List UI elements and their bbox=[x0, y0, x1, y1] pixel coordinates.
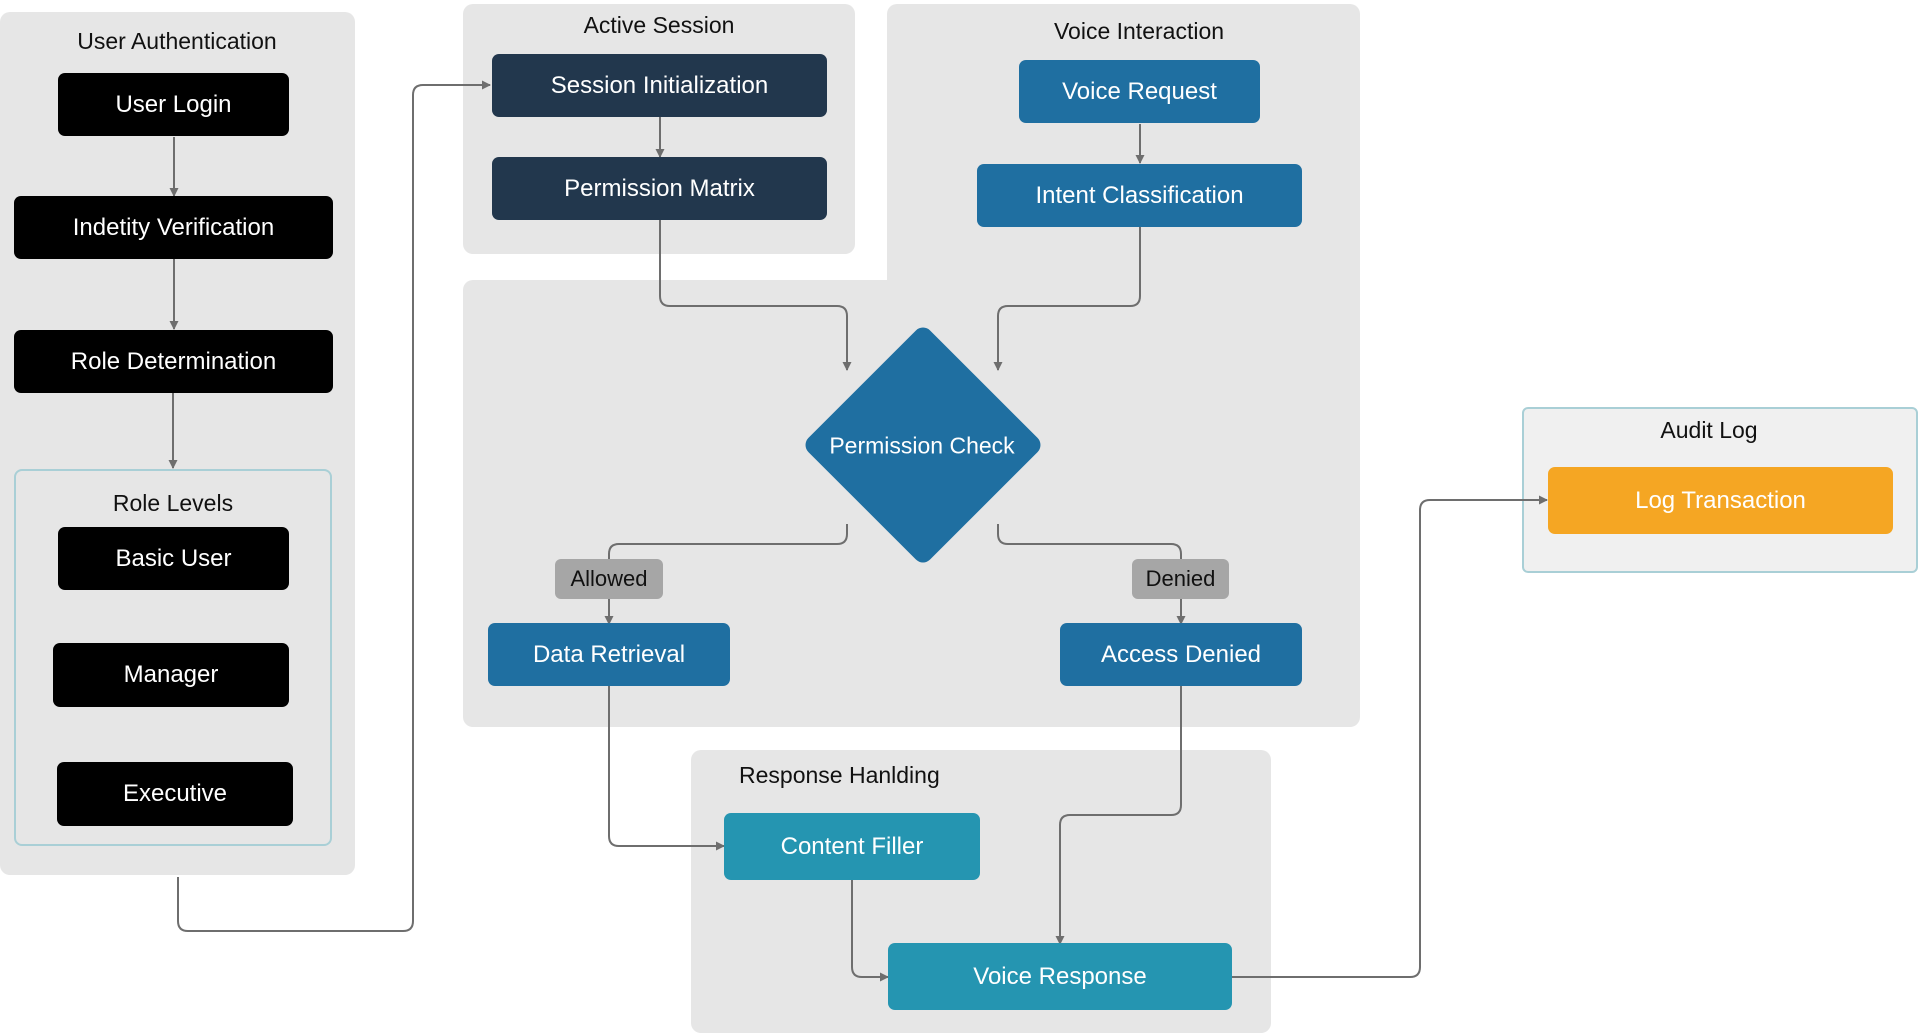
edge-auth-to-session bbox=[177, 80, 491, 932]
edge-check-to-denied bbox=[997, 524, 1186, 625]
content-filler-node[interactable]: Content Filler bbox=[724, 813, 980, 880]
manager-node[interactable]: Manager bbox=[53, 643, 289, 707]
audit-log-title: Audit Log bbox=[1660, 417, 1758, 443]
executive-node[interactable]: Executive bbox=[57, 762, 293, 826]
user-login-node[interactable]: User Login bbox=[58, 73, 289, 136]
edge-filler-to-voice-response bbox=[851, 880, 889, 982]
edge-data-to-filler bbox=[608, 686, 725, 851]
denied-label: Denied bbox=[1132, 559, 1229, 599]
edge-intent-to-check bbox=[993, 227, 1141, 371]
log-transaction-node[interactable]: Log Transaction bbox=[1548, 467, 1893, 534]
role-levels-group bbox=[14, 469, 332, 846]
edge-denied-to-voice-response bbox=[1055, 686, 1182, 945]
role-determination-node[interactable]: Role Determination bbox=[14, 330, 333, 393]
voice-interaction-group bbox=[887, 4, 1360, 304]
response-handling-title: Response Hanlding bbox=[739, 762, 940, 788]
edge-matrix-to-check bbox=[659, 220, 852, 371]
session-initialization-node[interactable]: Session Initialization bbox=[492, 54, 827, 117]
permission-check-label: Permission Check bbox=[829, 432, 1015, 459]
identity-verification-node[interactable]: Indetity Verification bbox=[14, 196, 333, 259]
permission-check-diamond bbox=[805, 327, 1041, 563]
allowed-label: Allowed bbox=[555, 559, 663, 599]
basic-user-node[interactable]: Basic User bbox=[58, 527, 289, 590]
data-retrieval-node[interactable]: Data Retrieval bbox=[488, 623, 730, 686]
user-authentication-group bbox=[0, 12, 355, 875]
intent-classification-node[interactable]: Intent Classification bbox=[977, 164, 1302, 227]
user-authentication-title: User Authentication bbox=[77, 28, 277, 54]
edge-check-to-allowed bbox=[604, 524, 848, 625]
edge-voice-response-to-log bbox=[1231, 495, 1548, 978]
access-denied-node[interactable]: Access Denied bbox=[1060, 623, 1302, 686]
voice-request-node[interactable]: Voice Request bbox=[1019, 60, 1260, 123]
role-levels-title: Role Levels bbox=[112, 490, 234, 516]
active-session-title: Active Session bbox=[583, 12, 735, 38]
voice-response-node[interactable]: Voice Response bbox=[888, 943, 1232, 1010]
permission-matrix-node[interactable]: Permission Matrix bbox=[492, 157, 827, 220]
voice-interaction-title: Voice Interaction bbox=[1053, 18, 1225, 44]
